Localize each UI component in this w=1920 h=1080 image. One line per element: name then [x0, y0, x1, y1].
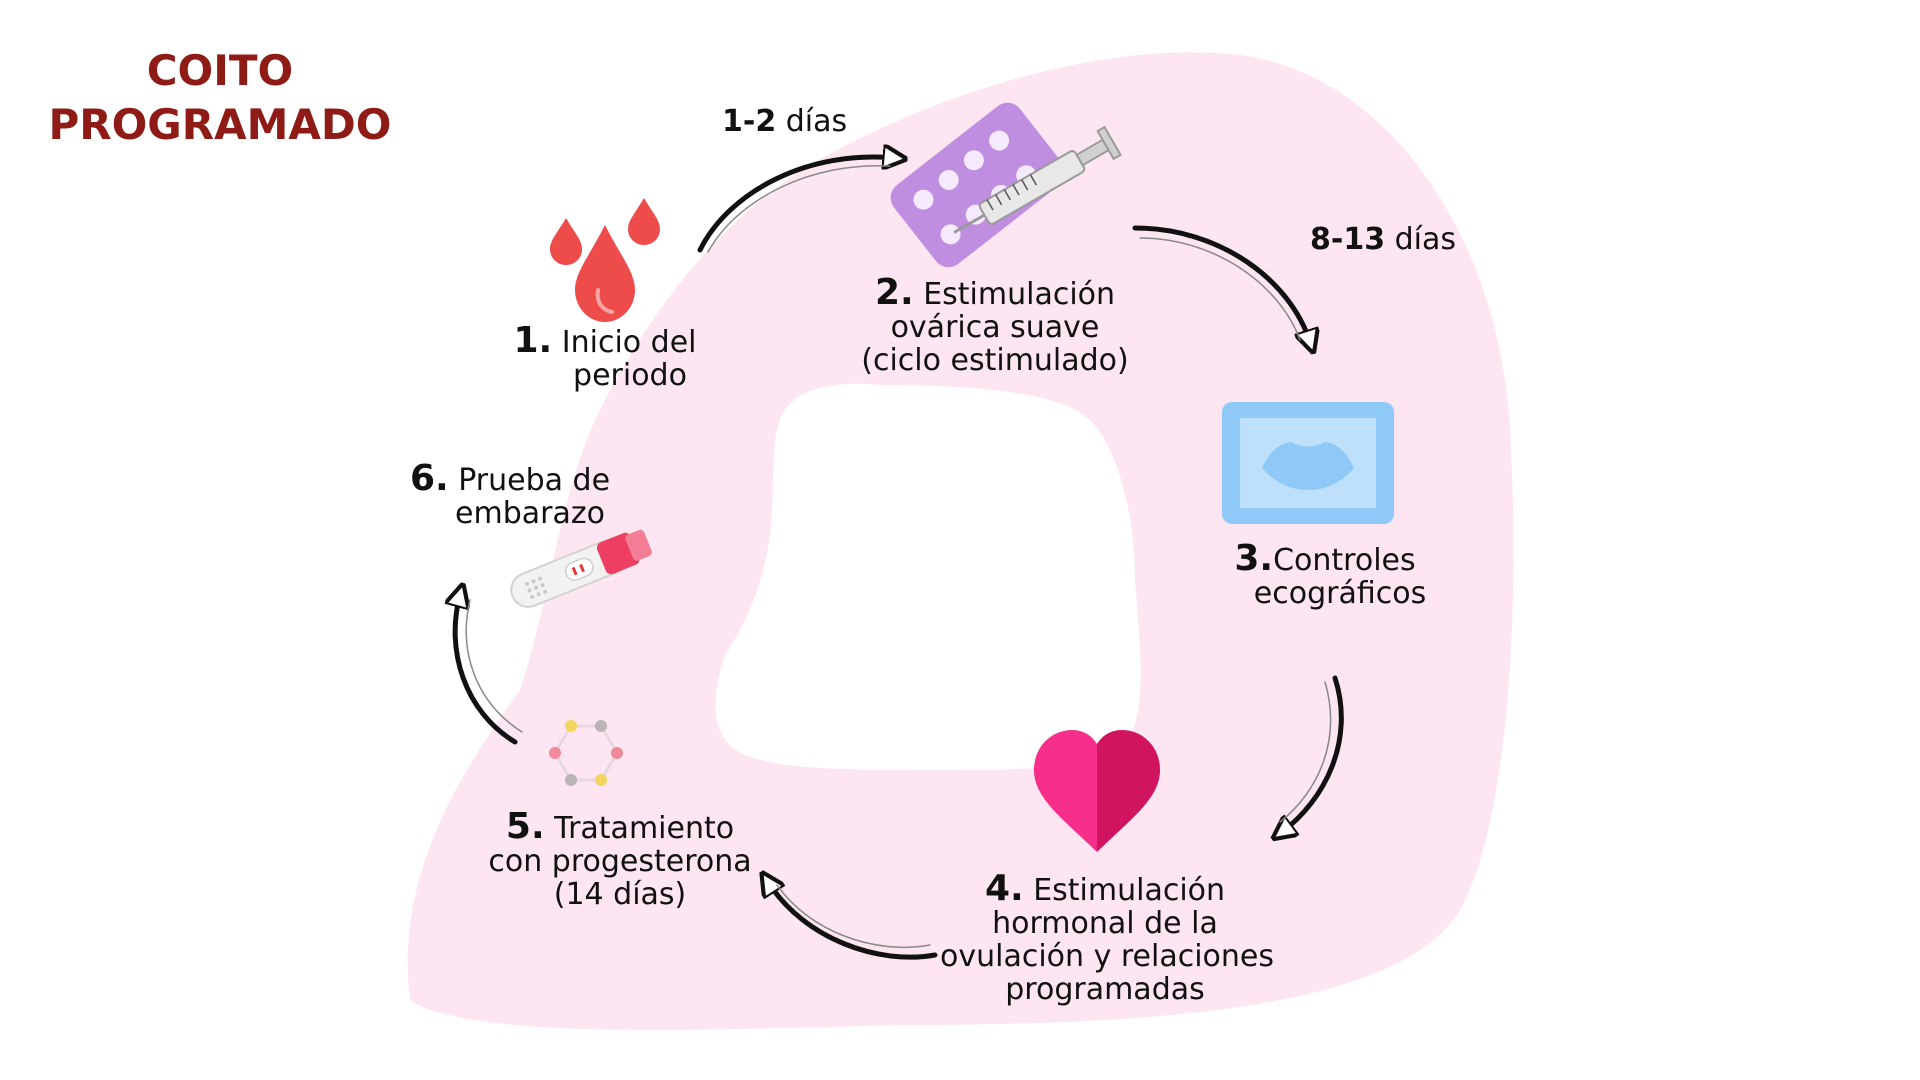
step-number: 1. [513, 320, 553, 361]
step-text: Prueba de [448, 463, 611, 498]
step-4-label: 4. Estimulación hormonal de la ovulación… [940, 871, 1274, 1007]
title-line-1: COITO [146, 46, 294, 95]
duration-value: 8-13 [1310, 222, 1386, 257]
duration-8-13: 8-13 días [1310, 222, 1456, 257]
step-text: (14 días) [553, 877, 687, 912]
arrow-1-2 [697, 157, 895, 253]
background-blob [407, 52, 1514, 1030]
duration-unit: días [1385, 222, 1457, 257]
step-text: Controles [1273, 543, 1416, 578]
step-2-label: 2. Estimulación ovárica suave (ciclo est… [845, 275, 1145, 378]
arrows [455, 157, 1344, 960]
step-1-label: 1. Inicio del periodo [480, 323, 730, 393]
arrow-3-4 [1282, 675, 1344, 832]
blood-drops-icon [550, 198, 660, 322]
step-6-label: 6. Prueba de embarazo [400, 461, 620, 531]
step-number: 4. [984, 868, 1024, 909]
step-number: 5. [505, 806, 545, 847]
step-text: (ciclo estimulado) [861, 343, 1129, 378]
arrow-2-3 [1132, 225, 1310, 342]
pills-syringe-icon [890, 102, 1122, 268]
step-text: ecográficos [1253, 576, 1427, 611]
step-text: Estimulación [1023, 873, 1226, 908]
heart-icon [1034, 730, 1160, 852]
ultrasound-icon [1222, 402, 1394, 524]
page-title: COITO PROGRAMADO [30, 44, 410, 152]
step-number: 6. [409, 458, 449, 499]
duration-1-2: 1-2 días [722, 104, 847, 139]
step-text: programadas [1005, 972, 1205, 1007]
step-text: ovulación y relaciones [940, 939, 1274, 974]
step-text: ovárica suave [890, 310, 1100, 345]
progesterone-molecule-icon [549, 720, 623, 786]
pregnancy-test-icon [510, 529, 652, 608]
step-text: Tratamiento [544, 811, 735, 846]
arrow-5-6 [455, 595, 518, 745]
title-line-2: PROGRAMADO [48, 100, 392, 149]
step-text: periodo [573, 358, 687, 393]
step-number: 2. [874, 272, 914, 313]
step-text: hormonal de la [992, 906, 1218, 941]
duration-unit: días [776, 104, 848, 139]
arrow-4-5 [768, 882, 938, 960]
step-text: Estimulación [913, 277, 1116, 312]
step-3-label: 3.Controles ecográficos [1210, 541, 1440, 611]
step-text: embarazo [455, 496, 605, 531]
step-number: 3. [1234, 538, 1274, 579]
step-text: Inicio del [552, 325, 697, 360]
duration-value: 1-2 [722, 104, 777, 139]
step-text: con progesterona [488, 844, 752, 879]
step-5-label: 5. Tratamiento con progesterona (14 días… [485, 809, 755, 912]
